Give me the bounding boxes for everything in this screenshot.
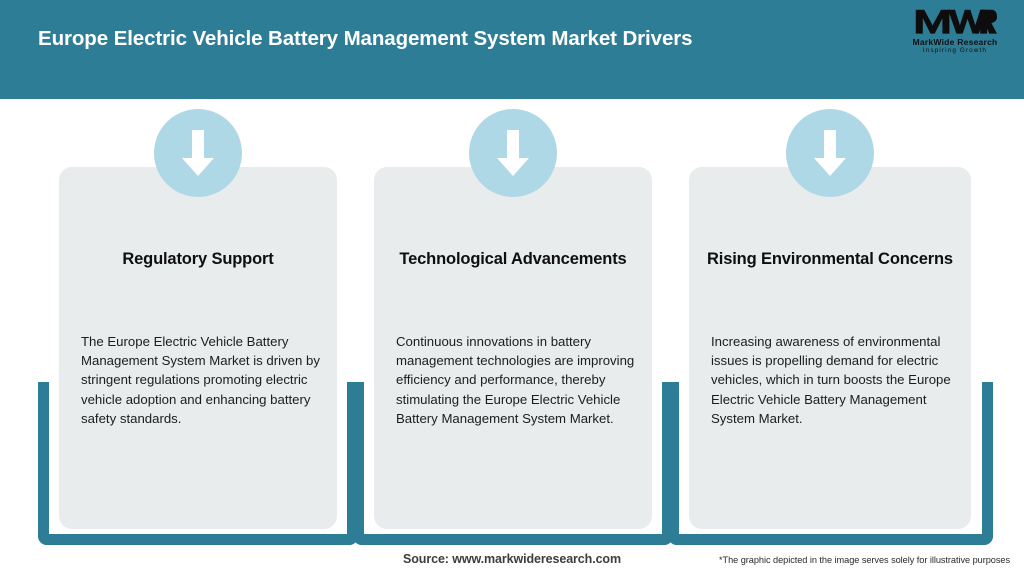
down-arrow-icon	[786, 109, 874, 197]
driver-card-rising-environmental-concerns: Rising Environmental Concerns Increasing…	[668, 99, 993, 545]
card-title: Rising Environmental Concerns	[707, 250, 953, 268]
card-body-text: Increasing awareness of environmental is…	[711, 334, 951, 426]
card-title: Technological Advancements	[399, 250, 627, 268]
card-body-text: The Europe Electric Vehicle Battery Mana…	[81, 334, 320, 426]
down-arrow-icon	[469, 109, 557, 197]
card-panel: Rising Environmental Concerns Increasing…	[689, 109, 971, 529]
card-accent-frame	[668, 382, 993, 545]
logo-company-name: MarkWide Research	[912, 37, 998, 47]
card-panel: Technological Advancements Continuous in…	[374, 109, 652, 529]
logo-tagline: Inspiring Growth	[922, 47, 988, 54]
driver-card-regulatory-support: Regulatory Support The Europe Electric V…	[38, 99, 358, 545]
page-title: Europe Electric Vehicle Battery Manageme…	[38, 27, 693, 50]
card-title: Regulatory Support	[122, 250, 274, 268]
card-panel: Regulatory Support The Europe Electric V…	[59, 109, 337, 529]
header-bar: Europe Electric Vehicle Battery Manageme…	[0, 0, 1024, 99]
card-body-text: Continuous innovations in battery manage…	[396, 334, 635, 426]
down-arrow-icon	[154, 109, 242, 197]
disclaimer-label: *The graphic depicted in the image serve…	[719, 555, 1010, 565]
brand-logo: MarkWide Research Inspiring Growth	[902, 6, 1008, 60]
card-accent-frame	[353, 382, 673, 545]
card-accent-frame	[38, 382, 358, 545]
driver-card-technological-advancements: Technological Advancements Continuous in…	[353, 99, 673, 545]
source-label: Source: www.markwideresearch.com	[403, 552, 621, 566]
drivers-card-group: Regulatory Support The Europe Electric V…	[0, 99, 1024, 545]
mwr-logo-icon	[915, 9, 997, 34]
